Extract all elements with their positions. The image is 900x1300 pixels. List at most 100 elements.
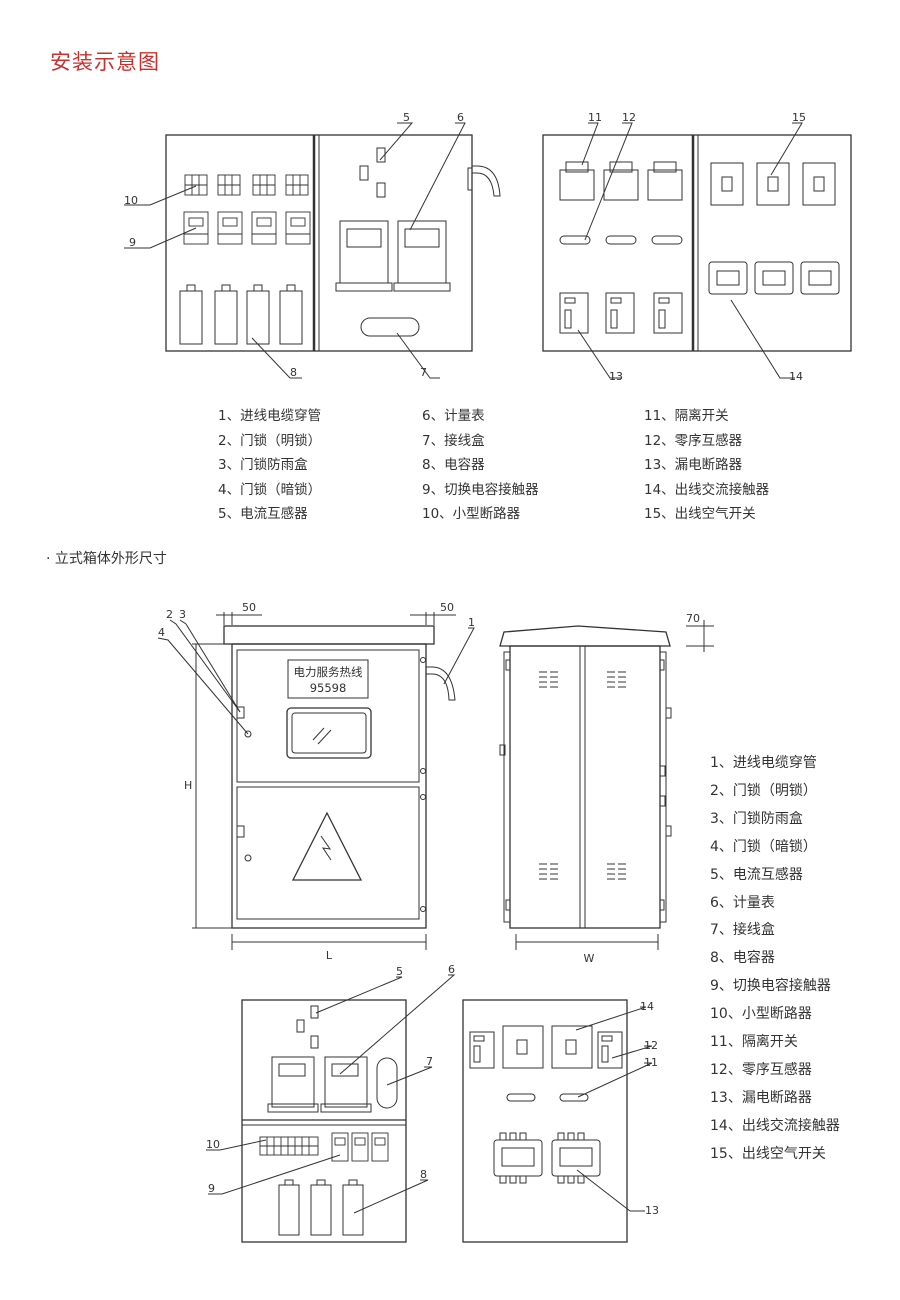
legend-item: 10、小型断路器 (710, 1006, 812, 1023)
zero-sequence-transformers (559, 235, 683, 245)
callout-8: 8 (420, 1168, 427, 1181)
callout-5: 5 (403, 111, 410, 124)
legend-item: 5、电流互感器 (710, 866, 803, 883)
cabinet-outline (542, 134, 852, 352)
meters (267, 1056, 372, 1113)
section-title: · 立式箱体外形尺寸 (46, 551, 167, 567)
junction-box (376, 1057, 398, 1109)
hinges (420, 657, 426, 912)
legend-item: 8、电容器 (710, 950, 775, 967)
callout-7: 7 (426, 1055, 433, 1068)
lightning-icon (320, 835, 332, 861)
legend-item: 13、漏电断路器 (644, 457, 743, 473)
hotline-plate (287, 659, 369, 699)
panel-outline (241, 999, 407, 1243)
top-right-cabinet: 11 12 15 13 14 (542, 111, 852, 383)
legend-item: 6、计量表 (422, 408, 485, 424)
dim-roof: 70 (686, 612, 700, 625)
meter-window (286, 707, 372, 759)
callout-6: 6 (448, 963, 455, 976)
zero-sequence-transformers (506, 1093, 589, 1102)
panel-outline (462, 999, 628, 1243)
side-view: 70 W (499, 612, 714, 965)
hidden-lock (244, 730, 252, 738)
callout-10: 10 (124, 194, 138, 207)
air-switches (710, 162, 836, 206)
roof (499, 625, 671, 647)
legend-item: 13、漏电断路器 (710, 1089, 812, 1106)
legend-column-3: 11、隔离开关 12、零序互感器 13、漏电断路器 14、出线交流接触器 15、… (644, 404, 769, 527)
current-transformer (359, 165, 369, 181)
legend-item: 9、切换电容接触器 (710, 978, 831, 995)
legend-item: 9、切换电容接触器 (422, 481, 539, 498)
dim-height: H (184, 779, 192, 792)
capacitors (278, 1179, 364, 1236)
legend-item: 5、电流互感器 (218, 506, 308, 522)
door-lock (236, 706, 245, 719)
legend-item: 1、进线电缆穿管 (218, 408, 322, 424)
callout-14: 14 (789, 370, 803, 383)
page-title: 安装示意图 (50, 50, 160, 74)
legend-item: 4、门锁（暗锁） (218, 481, 322, 498)
callout-13: 13 (645, 1204, 659, 1217)
callout-5: 5 (396, 965, 403, 978)
legend-item: 2、门锁（明锁） (218, 432, 322, 449)
capacitor-contactors (183, 211, 311, 245)
callout-11: 11 (644, 1056, 658, 1069)
legend-item: 14、出线交流接触器 (710, 1117, 840, 1134)
junction-box (360, 317, 420, 337)
legend-item: 14、出线交流接触器 (644, 481, 770, 498)
callout-12: 12 (622, 111, 636, 124)
callout-4: 4 (158, 626, 165, 639)
legend-item: 10、小型断路器 (422, 506, 521, 522)
legend-item: 6、计量表 (710, 894, 775, 911)
legend-item: 3、门锁防雨盒 (218, 457, 308, 473)
capacitor-contactors (331, 1132, 389, 1162)
callout-3: 3 (179, 608, 186, 621)
legend-right: 1、进线电缆穿管 2、门锁（明锁） 3、门锁防雨盒 4、门锁（暗锁） 5、电流互… (710, 750, 840, 1169)
ac-contactors (493, 1132, 601, 1184)
current-transformer (310, 1005, 319, 1019)
bottom-right-panel: 14 12 11 13 (462, 999, 659, 1243)
dim-length: L (326, 949, 333, 962)
callout-2: 2 (166, 608, 173, 621)
miniature-breakers (184, 174, 309, 196)
cable-conduit (425, 666, 456, 701)
isolation-switches (559, 161, 683, 201)
meters (335, 220, 451, 292)
legend-item: 12、零序互感器 (644, 432, 743, 449)
callout-9: 9 (208, 1182, 215, 1195)
cabinet-body (231, 643, 427, 929)
callout-8: 8 (290, 366, 297, 379)
hotline-label: 电力服务热线 (294, 665, 363, 679)
cable-conduit (471, 165, 501, 197)
roof (223, 625, 435, 645)
leakage-breakers (469, 1031, 623, 1069)
legend-item: 1、进线电缆穿管 (710, 755, 817, 771)
callout-10: 10 (206, 1138, 220, 1151)
legend-item: 4、门锁（暗锁） (710, 838, 817, 855)
callout-9: 9 (129, 236, 136, 249)
hidden-lock (244, 854, 252, 862)
legend-item: 15、出线空气开关 (644, 506, 756, 522)
legend-item: 11、隔离开关 (644, 408, 729, 424)
top-left-cabinet: 10 9 8 5 6 7 (124, 111, 501, 379)
callout-14: 14 (640, 1000, 654, 1013)
cable-conduit (467, 167, 473, 191)
vent-louvres (539, 671, 626, 880)
legend-column-1: 1、进线电缆穿管 2、门锁（明锁） 3、门锁防雨盒 4、门锁（暗锁） 5、电流互… (218, 404, 321, 527)
current-transformer (296, 1019, 305, 1033)
door-lock (236, 825, 245, 838)
bottom-left-panel: 5 6 7 10 9 8 (206, 963, 456, 1243)
meter-window (291, 712, 367, 754)
miniature-breakers (259, 1136, 319, 1156)
front-view: 电力服务热线 95598 50 50 H L 2 3 (157, 601, 475, 962)
leakage-breakers (559, 292, 683, 334)
warning-triangle (291, 811, 363, 881)
callout-13: 13 (609, 370, 623, 383)
callout-7: 7 (420, 366, 427, 379)
capacitors (179, 284, 303, 345)
dim-top-left: 50 (242, 601, 256, 614)
dim-width: W (584, 952, 595, 965)
